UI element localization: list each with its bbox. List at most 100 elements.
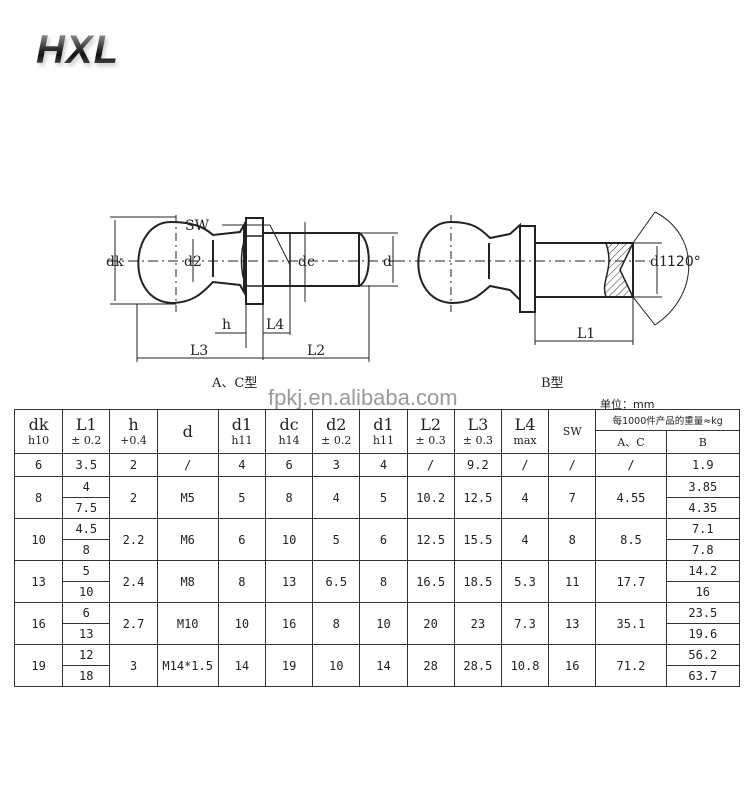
- col-header: d: [156, 409, 219, 454]
- cell-d: M10: [156, 602, 219, 645]
- cell-l1: 12: [62, 644, 111, 666]
- cell-l2: 20: [406, 602, 455, 645]
- cell-d1b: 8: [359, 560, 408, 603]
- cell-l4: /: [500, 453, 550, 477]
- col-header: h+0.4: [109, 409, 158, 454]
- cell-d2: 3: [312, 453, 361, 477]
- cell-d1a: 4: [217, 453, 267, 477]
- cell-sw: 13: [548, 602, 597, 645]
- unit-label: 单位：mm: [600, 398, 655, 411]
- cell-l3: 18.5: [453, 560, 502, 603]
- brand-logo: HXL: [36, 28, 119, 72]
- cell-d1a: 8: [217, 560, 267, 603]
- cell-b: 4.35: [665, 497, 741, 519]
- cell-d: /: [156, 453, 219, 477]
- cell-d2: 8: [312, 602, 361, 645]
- cell-b: 14.2: [665, 560, 741, 582]
- cell-d1a: 6: [217, 518, 267, 561]
- cell-d1b: 4: [359, 453, 408, 477]
- cell-ac: 17.7: [595, 560, 667, 603]
- cell-d1b: 6: [359, 518, 408, 561]
- cell-l1: 18: [62, 665, 111, 687]
- label-d1: d1: [650, 254, 668, 270]
- cell-l3: 12.5: [453, 476, 502, 519]
- cell-ac: 8.5: [595, 518, 667, 561]
- cell-ac: 71.2: [595, 644, 667, 687]
- cell-d1b: 5: [359, 476, 408, 519]
- cell-d1b: 14: [359, 644, 408, 687]
- cell-d: M6: [156, 518, 219, 561]
- cell-d2: 5: [312, 518, 361, 561]
- cell-h: 2: [109, 476, 158, 519]
- cell-d1a: 14: [217, 644, 267, 687]
- cell-l4: 4: [500, 518, 550, 561]
- weight-header: 每1000件产品的重量≈kg: [595, 409, 740, 431]
- cell-ac: 35.1: [595, 602, 667, 645]
- cell-b: 3.85: [665, 476, 741, 498]
- cell-dc: 13: [264, 560, 314, 603]
- col-header: L3± 0.3: [453, 409, 502, 454]
- caption-ac-type: A、C型: [212, 376, 258, 391]
- cell-ac: 4.55: [595, 476, 667, 519]
- cell-l1: 8: [62, 539, 111, 561]
- weight-sub-b: B: [665, 430, 741, 454]
- cell-b: 7.1: [665, 518, 741, 540]
- cell-dc: 8: [264, 476, 314, 519]
- cell-ac: /: [595, 453, 667, 477]
- cell-dc: 10: [264, 518, 314, 561]
- cell-d: M14*1.5: [156, 644, 219, 687]
- label-h: h: [222, 317, 231, 333]
- cell-l1: 5: [62, 560, 111, 582]
- cell-b: 7.8: [665, 539, 741, 561]
- cell-b: 19.6: [665, 623, 741, 645]
- cell-d: M8: [156, 560, 219, 603]
- label-l1: L1: [577, 326, 595, 342]
- cell-l3: 23: [453, 602, 502, 645]
- cell-l2: 10.2: [406, 476, 455, 519]
- cell-sw: 16: [548, 644, 597, 687]
- logo-shadow: HXL: [38, 31, 121, 76]
- cell-dk: 10: [13, 518, 64, 561]
- table-row: 18 63.7: [15, 665, 741, 687]
- cell-dk: 13: [13, 560, 64, 603]
- cell-l3: 15.5: [453, 518, 502, 561]
- cell-b: 63.7: [665, 665, 741, 687]
- cell-l4: 7.3: [500, 602, 550, 645]
- label-d: d: [383, 254, 392, 270]
- cell-b: 16: [665, 581, 741, 603]
- cell-l1: 7.5: [62, 497, 111, 519]
- cell-l1: 13: [62, 623, 111, 645]
- cell-sw: 11: [548, 560, 597, 603]
- cell-d2: 4: [312, 476, 361, 519]
- cell-b: 56.2: [665, 644, 741, 666]
- label-dc: dc: [298, 254, 315, 270]
- cell-l1: 10: [62, 581, 111, 603]
- cell-h: 2.2: [109, 518, 158, 561]
- cell-dk: 6: [13, 453, 64, 477]
- cell-dc: 19: [264, 644, 314, 687]
- col-header: L2± 0.3: [406, 409, 455, 454]
- cell-l2: 12.5: [406, 518, 455, 561]
- cell-sw: 7: [548, 476, 597, 519]
- cell-b: 23.5: [665, 602, 741, 624]
- label-sw: SW: [185, 218, 210, 234]
- cell-d1a: 10: [217, 602, 267, 645]
- ball-stud-drawing: SW dk d2 dc d h L4 L3 L2 L1 d1 120°: [106, 211, 701, 362]
- cell-b: 1.9: [665, 453, 741, 477]
- cell-d: M5: [156, 476, 219, 519]
- weight-sub-ac: A、C: [595, 430, 667, 454]
- label-dk: dk: [106, 254, 124, 270]
- cell-l1: 6: [62, 602, 111, 624]
- cell-l4: 10.8: [500, 644, 550, 687]
- cell-d1b: 10: [359, 602, 408, 645]
